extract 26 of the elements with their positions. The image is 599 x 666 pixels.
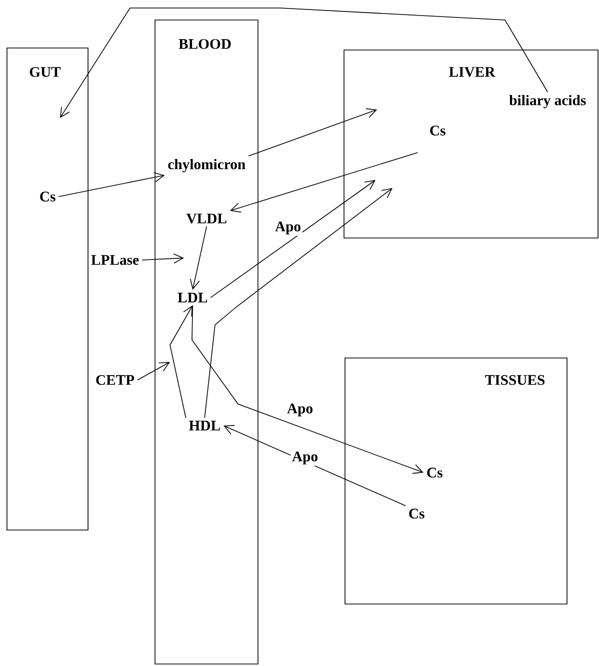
node-label: Cs (430, 126, 446, 136)
arrow (230, 152, 418, 213)
edge-label: Apo (274, 220, 302, 236)
arrow (137, 362, 170, 380)
node-label: VLDL (186, 214, 226, 224)
edge-label: Apo (290, 450, 320, 466)
arrow (210, 180, 376, 298)
arrow (204, 188, 392, 418)
node-label: biliary acids (509, 94, 586, 108)
arrow (170, 305, 193, 418)
node-label: Cs (409, 508, 424, 519)
arrow (248, 108, 378, 156)
node-label: Cs (40, 192, 56, 202)
arrow (190, 226, 208, 290)
arrow (192, 304, 424, 474)
node-label: Cs (427, 468, 442, 478)
node-label: chylomicron (168, 158, 246, 172)
node-label: LPLase (91, 255, 139, 265)
arrow (142, 253, 184, 264)
node-label: CETP (96, 375, 134, 385)
node-label: LDL (178, 292, 208, 302)
edge-label: Apo (286, 402, 314, 418)
arrow (223, 425, 406, 506)
node-label: HDL (189, 420, 220, 430)
arrow (60, 8, 548, 118)
arrow (58, 172, 165, 197)
